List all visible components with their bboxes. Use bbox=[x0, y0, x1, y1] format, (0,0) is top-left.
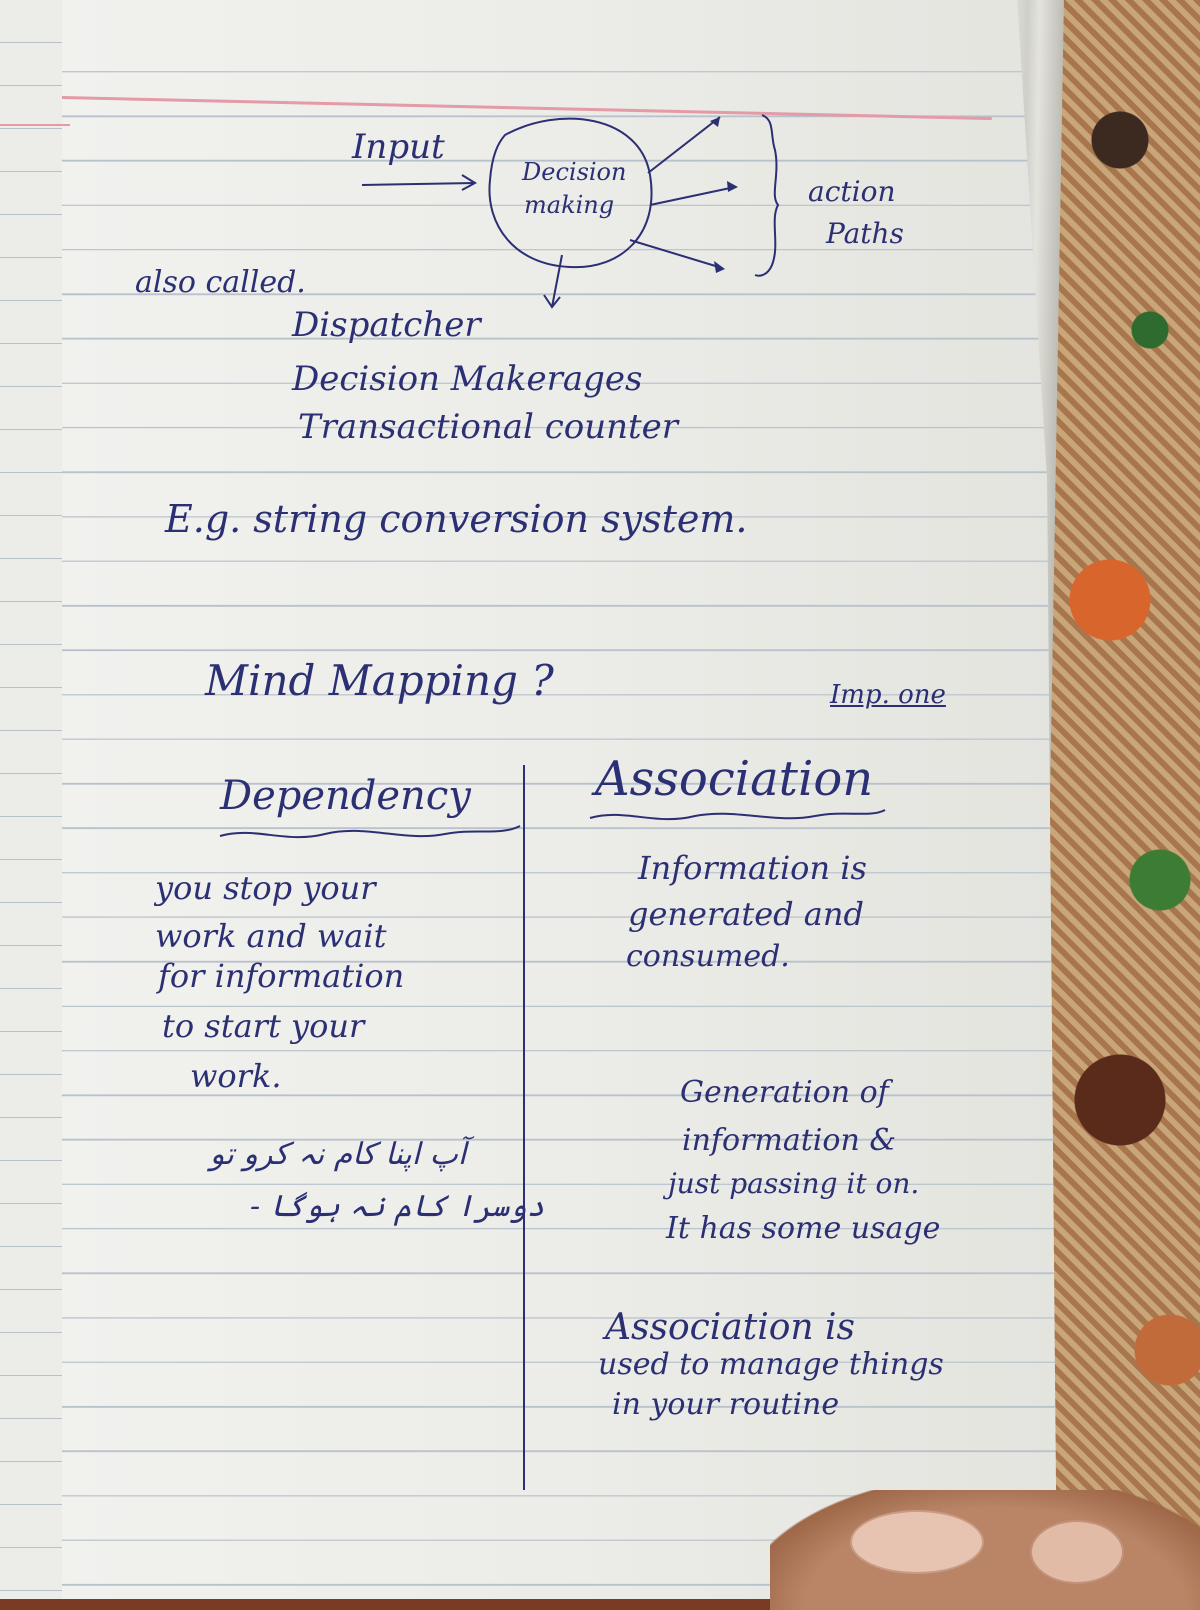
association-block2-line3: just passing it on. bbox=[668, 1167, 920, 1200]
association-block3-line3: in your routine bbox=[612, 1387, 840, 1422]
fingernail-2 bbox=[1030, 1520, 1124, 1584]
action-label-line2: Paths bbox=[826, 217, 904, 250]
association-block1-line3: consumed. bbox=[626, 939, 790, 974]
decision-label-line2: making bbox=[524, 191, 615, 219]
association-block1-line2: generated and bbox=[628, 895, 864, 933]
fingernail bbox=[850, 1510, 984, 1574]
column-divider bbox=[523, 765, 525, 1490]
important-note: Imp. one bbox=[830, 680, 946, 710]
association-block1-line1: Information is bbox=[638, 849, 867, 887]
urdu-line-2: دوسرا کام نہ ہوگا - bbox=[250, 1189, 545, 1224]
dependency-line-1: you stop your bbox=[155, 869, 376, 907]
dependency-underline bbox=[219, 825, 521, 839]
also-called-item-2: Decision Makerages bbox=[292, 359, 643, 399]
also-called-item-1: Dispatcher bbox=[292, 305, 481, 345]
left-page-edge bbox=[0, 0, 70, 1599]
dependency-line-2: work and wait bbox=[155, 917, 387, 955]
dependency-line-5: work. bbox=[190, 1057, 282, 1095]
association-heading: Association bbox=[595, 751, 874, 807]
mind-mapping-title: Mind Mapping ? bbox=[205, 656, 554, 705]
also-called-item-3: Transactional counter bbox=[298, 407, 679, 447]
left-margin-line bbox=[0, 124, 70, 126]
urdu-line-1: آپ اپنا کام نہ کرو تو bbox=[210, 1137, 467, 1172]
decision-diagram bbox=[361, 114, 780, 309]
input-label: Input bbox=[352, 127, 445, 167]
association-block2-line1: Generation of bbox=[680, 1075, 889, 1110]
action-label-line1: action bbox=[808, 175, 896, 208]
also-called-heading: also called. bbox=[135, 265, 306, 300]
dependency-line-3: for information bbox=[158, 957, 405, 995]
dependency-heading: Dependency bbox=[220, 773, 471, 819]
association-block2-line2: information & bbox=[682, 1123, 897, 1158]
finger bbox=[770, 1490, 1200, 1610]
decision-label-line1: Decision bbox=[522, 158, 627, 186]
dependency-line-4: to start your bbox=[162, 1007, 365, 1045]
association-block2-line4: It has some usage bbox=[666, 1211, 941, 1246]
association-block3-line1: Association is bbox=[605, 1307, 856, 1348]
example-line: E.g. string conversion system. bbox=[165, 497, 748, 541]
association-block3-line2: used to manage things bbox=[598, 1347, 944, 1382]
association-underline bbox=[589, 809, 886, 821]
